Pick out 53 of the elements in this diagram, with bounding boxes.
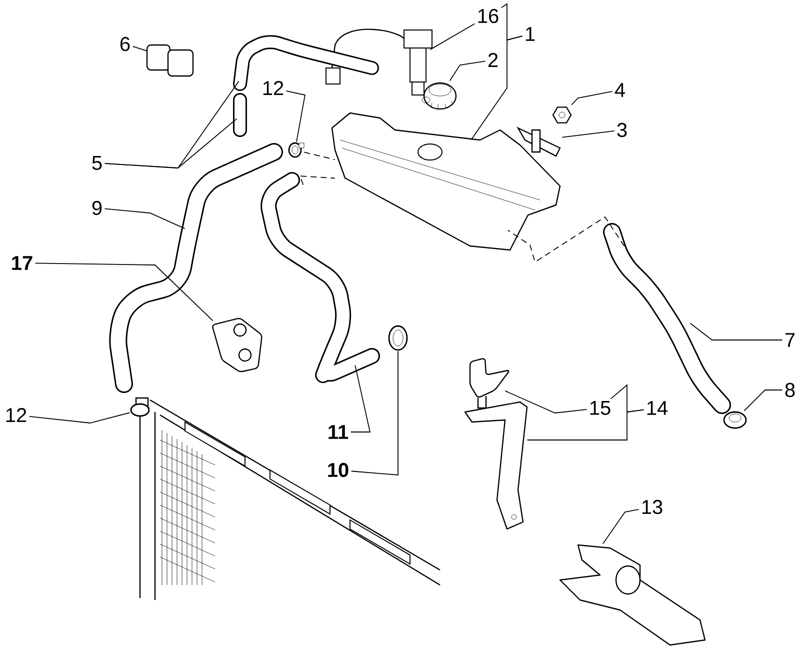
callout-number: 16 [478, 8, 498, 24]
leader-line [610, 384, 644, 413]
leader-line [132, 46, 148, 52]
leader-line [602, 509, 640, 544]
hose-clamp-drawing [130, 403, 150, 417]
hose-drawing [233, 93, 247, 137]
hose-drawing [109, 143, 283, 393]
leader-line [104, 208, 186, 230]
level-sensor-drawing [326, 28, 432, 96]
callout-number: 12 [6, 408, 26, 422]
clip-drawing [469, 358, 510, 409]
assembly-line [304, 152, 336, 160]
callout-number: 9 [92, 200, 102, 216]
assembly-line [299, 176, 336, 186]
leader-line [744, 390, 783, 412]
callout-number: 17 [12, 256, 32, 270]
callout-number: 7 [785, 333, 795, 347]
leader-line [571, 91, 613, 106]
callout-number: 2 [488, 53, 498, 67]
callout-number: 10 [328, 462, 348, 478]
nut-drawing [552, 106, 572, 124]
callout-number: 11 [328, 425, 348, 439]
leader-line [28, 412, 130, 424]
leader-line [34, 262, 214, 322]
leader-line [500, 3, 523, 41]
leader-line [350, 364, 371, 432]
callout-number: 5 [92, 156, 102, 170]
callout-number: 12 [263, 81, 284, 95]
callout-number: 13 [642, 500, 662, 514]
leader-line [690, 322, 783, 340]
bracket-drawing [464, 401, 528, 530]
leader-line [350, 350, 398, 476]
hose-clamp-drawing [723, 411, 747, 429]
assembly-line [507, 216, 630, 263]
hose-clamp-drawing [288, 142, 304, 158]
filler-cap-drawing [422, 82, 457, 110]
callout-number: 1 [526, 27, 535, 41]
callout-number: 3 [617, 122, 627, 138]
callout-number: 4 [614, 83, 625, 97]
hose-drawing [260, 172, 380, 384]
leader-line [430, 23, 476, 50]
leader-line [562, 130, 615, 138]
callout-number: 15 [590, 401, 610, 415]
expansion-tank-drawing [331, 112, 561, 251]
leader-line [104, 118, 238, 168]
leader-line [504, 390, 588, 414]
callout-number: 8 [785, 382, 795, 398]
leader-line [286, 90, 306, 142]
clip-drawing [559, 544, 706, 646]
clip-drawing [146, 44, 194, 77]
callout-number: 6 [120, 36, 130, 52]
hose-clamp-drawing [388, 325, 408, 351]
leader-line [449, 60, 486, 82]
